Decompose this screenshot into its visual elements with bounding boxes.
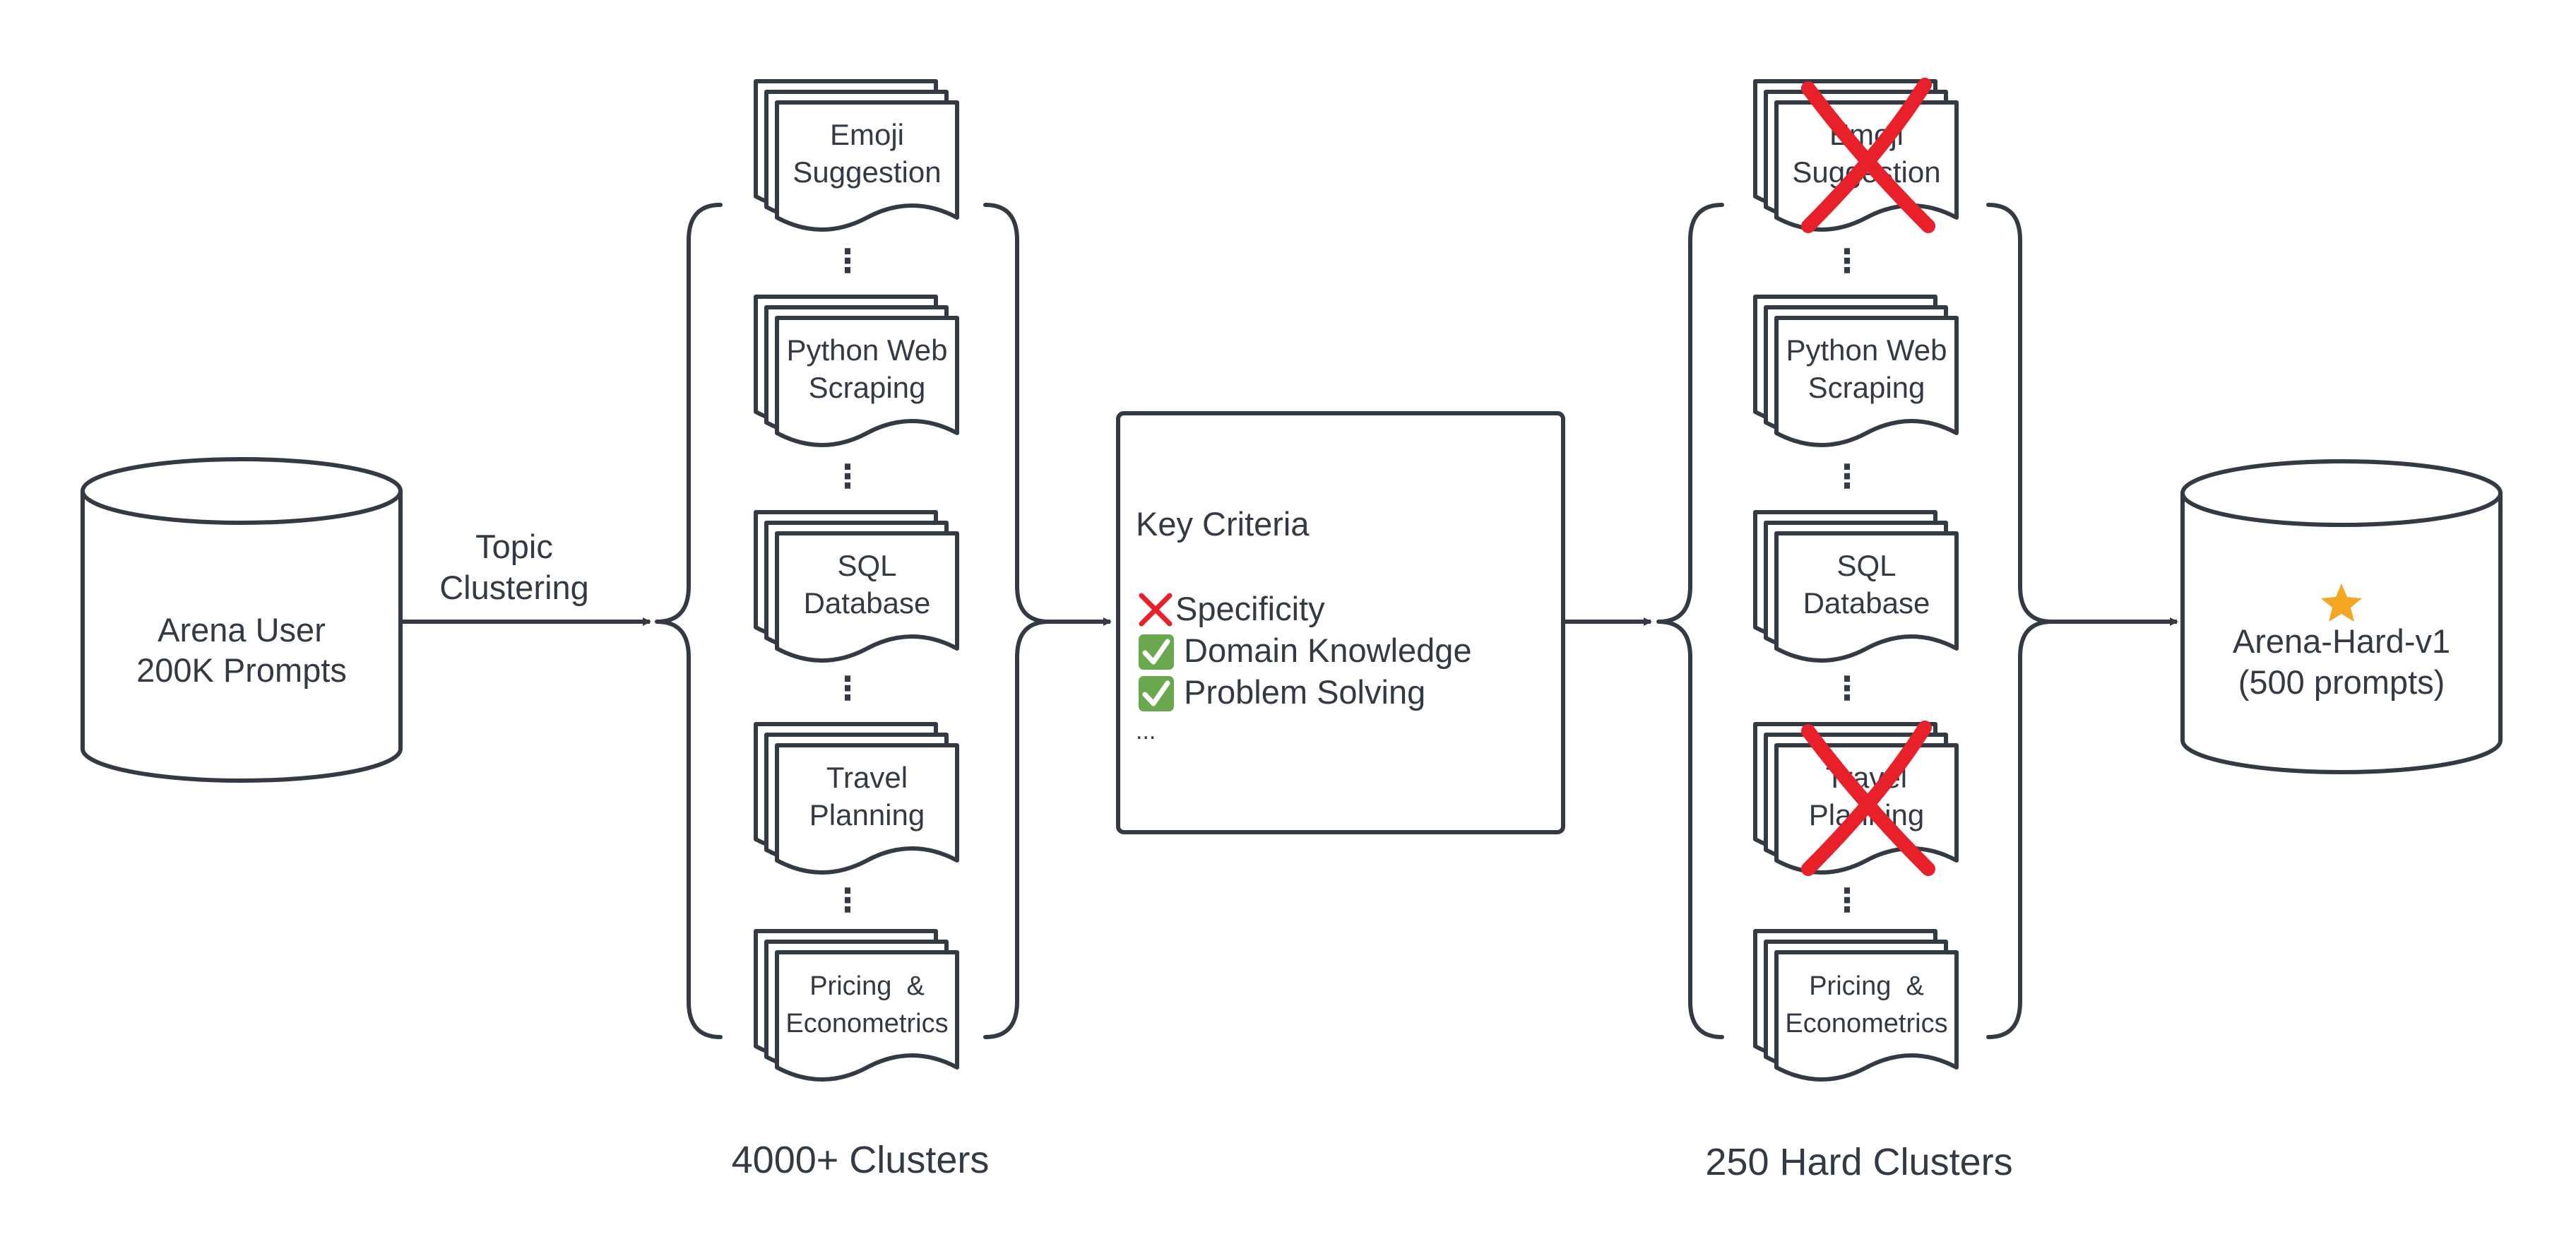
card-title-line1: Travel xyxy=(826,761,908,794)
card-title-line2: Scraping xyxy=(809,371,926,404)
result-database-line2: (500 prompts) xyxy=(2238,663,2445,701)
card-title-line2: Econometrics xyxy=(1785,1009,1947,1038)
card-title-line2: Suggestion xyxy=(793,155,941,189)
source-database-line2: 200K Prompts xyxy=(136,651,347,689)
card-title-line1: SQL xyxy=(837,549,896,582)
cross-icon xyxy=(1139,593,1173,627)
criteria-item-label: Specificity xyxy=(1175,590,1325,627)
source-database-line1: Arena User xyxy=(158,611,326,649)
criteria-item-label: Domain Knowledge xyxy=(1184,632,1472,669)
left-brace-open xyxy=(655,203,723,1039)
card-title-line2: Econometrics xyxy=(785,1009,948,1038)
right-brace-close xyxy=(1986,203,2054,1039)
criteria-item-label: Problem Solving xyxy=(1184,673,1425,711)
criteria-item-specificity: Specificity xyxy=(1139,590,1325,627)
check-icon xyxy=(1139,634,1174,670)
card-title-line2: Planning xyxy=(809,798,925,831)
hard-clusters-caption: 250 Hard Clusters xyxy=(1705,1141,2012,1183)
card-title-line1: Python Web xyxy=(1786,333,1947,367)
all-clusters-caption: 4000+ Clusters xyxy=(732,1139,990,1181)
card-sheet xyxy=(1774,316,1959,447)
result-database-line1: Arena-Hard-v1 xyxy=(2233,622,2450,660)
cluster-card: SQL Database xyxy=(1753,510,1959,663)
card-sheet xyxy=(1774,531,1959,663)
card-sheet xyxy=(1774,950,1959,1082)
card-sheet xyxy=(775,743,959,875)
star-icon xyxy=(2321,584,2362,622)
criteria-item-domain-knowledge: Domain Knowledge xyxy=(1139,632,1472,670)
card-title-line1: Pricing & xyxy=(809,971,925,1001)
topic-clustering-line1: Topic xyxy=(475,528,553,565)
vertical-ellipsis-icon: ⋮ xyxy=(831,882,864,918)
card-title-line1: Emoji xyxy=(830,118,904,151)
cluster-card: Pricing & Econometrics xyxy=(1753,929,1959,1082)
vertical-ellipsis-icon: ⋮ xyxy=(1831,670,1863,706)
key-criteria-title: Key Criteria xyxy=(1136,505,1310,543)
result-database: Arena-Hard-v1 (500 prompts) xyxy=(2180,459,2503,774)
card-title-line2: Database xyxy=(1803,586,1930,620)
card-title-line1: Pricing & xyxy=(1809,971,1924,1001)
topic-clustering-label: Topic Clustering xyxy=(439,528,589,606)
vertical-ellipsis-icon: ⋮ xyxy=(1831,882,1863,918)
criteria-item-problem-solving: Problem Solving xyxy=(1139,673,1425,711)
topic-clustering-line2: Clustering xyxy=(439,569,589,606)
source-database: Arena User 200K Prompts xyxy=(81,457,403,783)
card-title-line2: Database xyxy=(804,586,931,620)
card-title-line1: SQL xyxy=(1836,549,1896,582)
criteria-more-ellipsis: ... xyxy=(1136,718,1156,745)
vertical-ellipsis-icon: ⋮ xyxy=(1831,458,1863,495)
rejected-cross-icon xyxy=(1801,78,1935,233)
cluster-card: SQL Database xyxy=(754,510,959,663)
check-icon xyxy=(1139,676,1174,711)
card-sheet xyxy=(775,531,959,663)
card-sheet xyxy=(775,100,959,232)
left-brace-close xyxy=(983,203,1051,1039)
card-sheet xyxy=(775,316,959,447)
card-title-line1: Python Web xyxy=(786,333,947,367)
vertical-ellipsis-icon: ⋮ xyxy=(1831,242,1863,279)
vertical-ellipsis-icon: ⋮ xyxy=(831,670,864,706)
vertical-ellipsis-icon: ⋮ xyxy=(831,458,864,495)
right-brace-open xyxy=(1656,203,1724,1039)
card-title-line2: Scraping xyxy=(1808,371,1925,404)
rejected-cross-icon xyxy=(1801,721,1935,876)
vertical-ellipsis-icon: ⋮ xyxy=(831,242,864,279)
card-sheet xyxy=(775,950,959,1082)
key-criteria-box: Key Criteria Specificity Domain Knowledg… xyxy=(1116,411,1565,834)
cluster-card: Pricing & Econometrics xyxy=(754,929,959,1082)
